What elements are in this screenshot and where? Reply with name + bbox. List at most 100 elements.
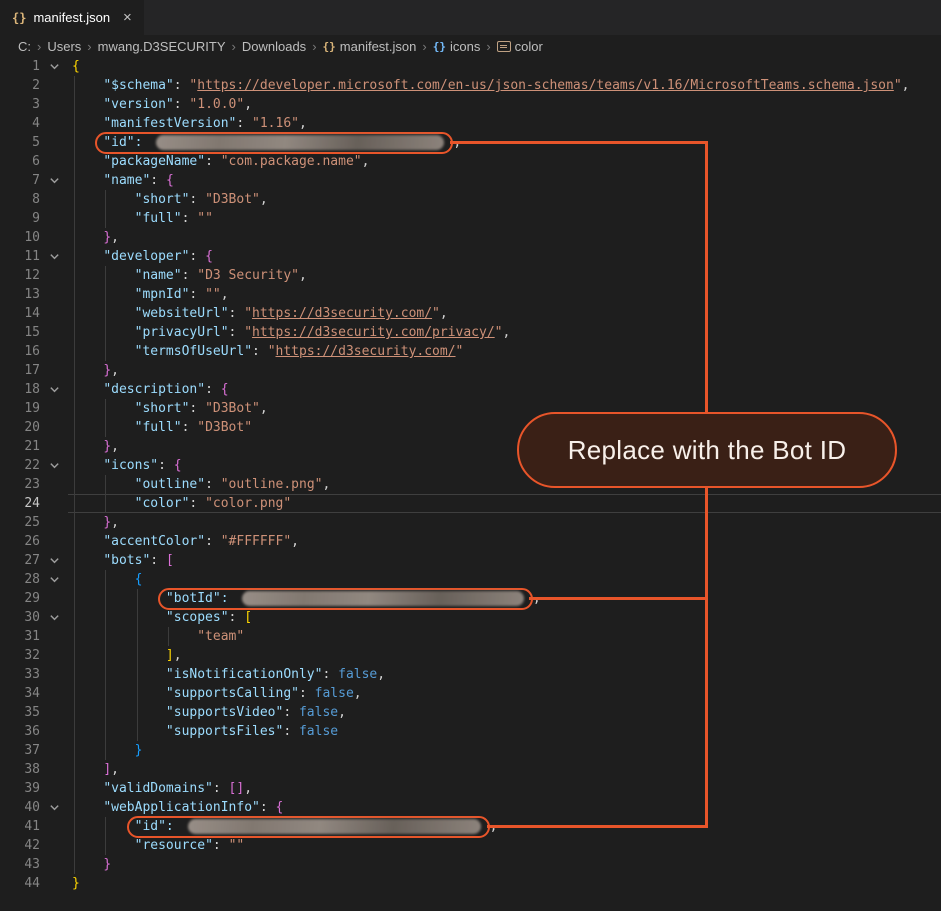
breadcrumb-label: mwang.D3SECURITY [98,39,226,54]
code-token: "" [205,285,221,304]
code-content[interactable]: "full": "" [68,209,941,228]
gutter: 42 [0,836,68,855]
code-content[interactable]: "id": , [68,133,941,152]
code-token: : [174,76,190,95]
code-content[interactable]: "name": { [68,171,941,190]
url-link[interactable]: https://d3security.com/ [252,304,432,323]
gutter: 21 [0,437,68,456]
tab-manifest-json[interactable]: {} manifest.json × [0,0,145,35]
fold-chevron-icon[interactable] [40,384,68,395]
code-content[interactable]: "validDomains": [], [68,779,941,798]
breadcrumb-item-downloads[interactable]: Downloads [242,39,306,54]
code-content[interactable]: "isNotificationOnly": false, [68,665,941,684]
code-content[interactable]: "short": "D3Bot", [68,190,941,209]
gutter: 36 [0,722,68,741]
code-content[interactable]: "scopes": [ [68,608,941,627]
code-token [72,152,103,171]
gutter: 19 [0,399,68,418]
callout-bubble: Replace with the Bot ID [517,412,897,488]
breadcrumb-item-c-[interactable]: C: [18,39,31,54]
code-content[interactable]: "color": "color.png" [68,494,941,513]
code-token: : [229,608,245,627]
code-content[interactable]: "botId": , [68,589,941,608]
code-content[interactable]: "mpnId": "", [68,285,941,304]
code-line: 31 "team" [0,627,941,646]
fold-chevron-icon[interactable] [40,251,68,262]
fold-chevron-icon[interactable] [40,612,68,623]
chevron-right-icon: › [35,39,43,54]
fold-chevron-icon[interactable] [40,460,68,471]
url-link[interactable]: https://d3security.com/ [276,342,456,361]
breadcrumb-item-color[interactable]: color [497,39,543,54]
code-token: , [111,760,119,779]
code-content[interactable]: "developer": { [68,247,941,266]
code-content[interactable]: { [68,570,941,589]
code-token: : [182,266,198,285]
code-content[interactable]: ], [68,646,941,665]
code-token: : [182,209,198,228]
code-content[interactable]: }, [68,513,941,532]
code-content[interactable]: } [68,741,941,760]
breadcrumb-item-icons[interactable]: {}icons [433,39,481,54]
line-number: 12 [0,266,40,285]
code-content[interactable]: "manifestVersion": "1.16", [68,114,941,133]
close-icon[interactable]: × [123,9,132,26]
code-content[interactable]: "termsOfUseUrl": "https://d3security.com… [68,342,941,361]
code-token: "name" [103,171,150,190]
fold-chevron-icon[interactable] [40,555,68,566]
code-token: : [205,152,221,171]
url-link[interactable]: https://d3security.com/privacy/ [252,323,495,342]
code-content[interactable]: "privacyUrl": "https://d3security.com/pr… [68,323,941,342]
code-content[interactable]: } [68,855,941,874]
breadcrumb-item-users[interactable]: Users [47,39,81,54]
code-token: : [260,798,276,817]
line-number: 22 [0,456,40,475]
code-content[interactable]: }, [68,361,941,380]
code-content[interactable]: "$schema": "https://developer.microsoft.… [68,76,941,95]
code-content[interactable]: "packageName": "com.package.name", [68,152,941,171]
chevron-right-icon: › [420,39,428,54]
fold-chevron-icon[interactable] [40,61,68,72]
code-content[interactable]: "description": { [68,380,941,399]
line-number: 34 [0,684,40,703]
code-token [72,399,135,418]
code-token: : [299,684,315,703]
gutter: 13 [0,285,68,304]
code-content[interactable]: }, [68,228,941,247]
gutter: 39 [0,779,68,798]
gutter: 25 [0,513,68,532]
line-number: 35 [0,703,40,722]
chevron-right-icon: › [484,39,492,54]
code-token: , [338,703,346,722]
code-content[interactable]: "webApplicationInfo": { [68,798,941,817]
code-content[interactable]: "version": "1.0.0", [68,95,941,114]
code-content[interactable]: "name": "D3 Security", [68,266,941,285]
code-line: 40 "webApplicationInfo": { [0,798,941,817]
code-content[interactable]: "team" [68,627,941,646]
code-content[interactable]: { [68,57,941,76]
url-link[interactable]: https://developer.microsoft.com/en-us/js… [197,76,894,95]
code-content[interactable]: ], [68,760,941,779]
code-content[interactable]: "websiteUrl": "https://d3security.com/", [68,304,941,323]
gutter: 29 [0,589,68,608]
fold-chevron-icon[interactable] [40,802,68,813]
code-token: , [503,323,511,342]
code-line: 5 "id": , [0,133,941,152]
code-content[interactable]: } [68,874,941,893]
gutter: 34 [0,684,68,703]
breadcrumb-item-mwang-d3security[interactable]: mwang.D3SECURITY [98,39,226,54]
code-content[interactable]: "supportsFiles": false [68,722,941,741]
line-number: 27 [0,551,40,570]
code-content[interactable]: "id": , [68,817,941,836]
fold-chevron-icon[interactable] [40,175,68,186]
breadcrumb-item-manifest-json[interactable]: {}manifest.json [323,39,417,54]
fold-chevron-icon[interactable] [40,574,68,585]
code-token: "icons" [103,456,158,475]
code-content[interactable]: "bots": [ [68,551,941,570]
code-token: : [189,190,205,209]
code-token [72,741,135,760]
code-content[interactable]: "accentColor": "#FFFFFF", [68,532,941,551]
code-content[interactable]: "resource": "" [68,836,941,855]
code-content[interactable]: "supportsVideo": false, [68,703,941,722]
code-content[interactable]: "supportsCalling": false, [68,684,941,703]
